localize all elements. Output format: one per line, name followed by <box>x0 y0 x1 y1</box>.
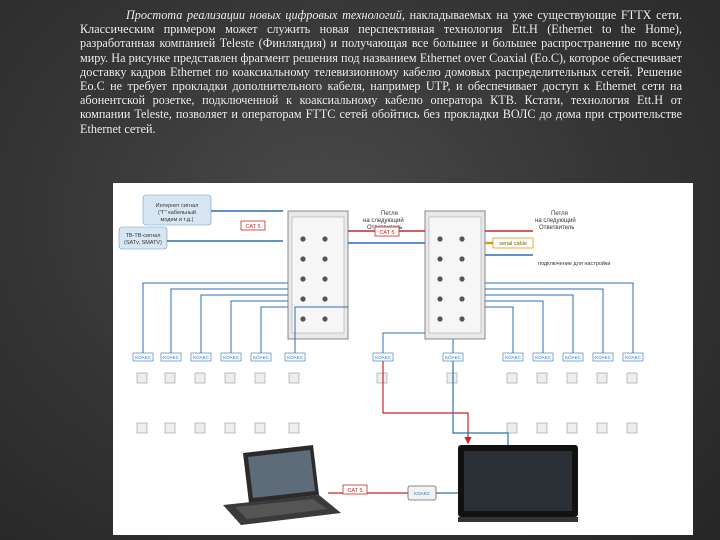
svg-text:KOAKC: KOAKC <box>135 355 152 360</box>
eoc-network-diagram: Интернет сигнал ("Г" кабельный модем и т… <box>113 183 693 535</box>
svg-text:KOAKC: KOAKC <box>375 355 392 360</box>
cat5-badge-bottom: CAT 5 <box>342 484 368 495</box>
svg-text:KOAKC: KOAKC <box>625 355 642 360</box>
laptop-icon <box>223 445 341 525</box>
svg-text:на следующий: на следующий <box>363 217 404 224</box>
svg-text:KOAKC: KOAKC <box>535 355 552 360</box>
svg-text:KOAKC: KOAKC <box>505 355 522 360</box>
description-paragraph: Простота реализации новых цифровых техно… <box>80 8 682 136</box>
svg-text:Интернет сигнал: Интернет сигнал <box>156 203 199 209</box>
wall-sockets <box>136 372 638 434</box>
loop-label-right: Петля на следующий Ответвитель <box>535 211 576 231</box>
coax-badges: KOAKC KOAKC KOAKC KOAKC KOAKC KOAKC KOAK… <box>132 352 644 362</box>
svg-text:CAT 5: CAT 5 <box>347 488 362 494</box>
svg-text:Петля: Петля <box>381 211 398 217</box>
svg-text:KOAKC: KOAKC <box>163 355 180 360</box>
tv-icon <box>458 445 578 522</box>
tv-signal-label: ТВ-ТВ-сигнал (SATv, SMATV) <box>118 226 168 250</box>
paragraph-body: накладываемых на уже существующие FTTX с… <box>80 8 682 136</box>
left-amplifier <box>287 210 349 340</box>
svg-text:KOAKC: KOAKC <box>253 355 270 360</box>
svg-text:KOAKC: KOAKC <box>565 355 582 360</box>
svg-text:ТВ-ТВ-сигнал: ТВ-ТВ-сигнал <box>126 233 161 239</box>
cat5-badge-left: CAT 5 <box>240 220 266 231</box>
svg-text:модем и т.д.): модем и т.д.) <box>161 217 194 223</box>
svg-text:KOAKC: KOAKC <box>595 355 612 360</box>
svg-text:CAT 5: CAT 5 <box>245 224 260 230</box>
internet-signal-label: Интернет сигнал ("Г" кабельный модем и т… <box>142 194 212 226</box>
paragraph-lead: Простота реализации новых цифровых техно… <box>126 8 405 22</box>
svg-text:подключение для настройки: подключение для настройки <box>538 260 610 267</box>
right-amplifier <box>424 210 486 340</box>
svg-text:KOAKC: KOAKC <box>287 355 304 360</box>
cat5-badge-mid: CAT 5 <box>374 226 400 237</box>
diagram-svg: Интернет сигнал ("Г" кабельный модем и т… <box>118 194 644 525</box>
svg-text:Ответвитель: Ответвитель <box>539 225 574 231</box>
svg-text:KOAKC: KOAKC <box>445 355 462 360</box>
svg-text:("Г" кабельный: ("Г" кабельный <box>158 209 196 216</box>
svg-text:CAT 5: CAT 5 <box>379 230 394 236</box>
eoc-adapter: KOAKC <box>407 485 437 501</box>
svg-text:(SATv, SMATV): (SATv, SMATV) <box>124 240 162 246</box>
svg-text:KOAKC: KOAKC <box>193 355 210 360</box>
svg-text:serial cable: serial cable <box>499 241 527 247</box>
serial-cable-label: serial cable подключение для настройки <box>492 237 610 267</box>
svg-text:KOAKC: KOAKC <box>414 491 431 496</box>
svg-text:KOAKC: KOAKC <box>223 355 240 360</box>
svg-text:на следующий: на следующий <box>535 217 576 224</box>
svg-text:Петля: Петля <box>551 211 568 217</box>
